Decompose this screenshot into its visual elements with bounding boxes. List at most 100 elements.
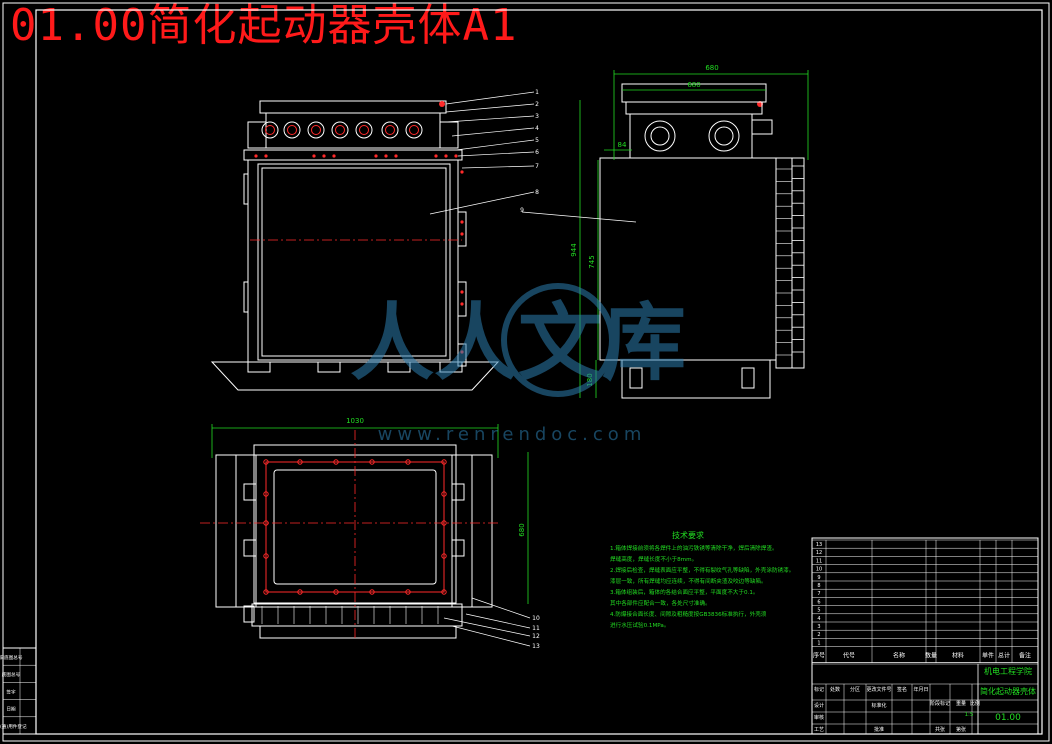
watermark-logo-text: 人人文库: [350, 294, 686, 392]
title-block-label: 共张: [935, 726, 945, 733]
bolt-hole: [434, 154, 438, 158]
bolt-hole: [263, 589, 269, 595]
parts-row-number: 11: [816, 558, 822, 564]
bolt-hole: [460, 350, 464, 354]
plan-bolt-holes: [261, 459, 447, 624]
bolt-hole: [374, 154, 378, 158]
strip-label: 日期: [6, 707, 16, 713]
side-view: [599, 83, 805, 399]
balloon-label: 8: [535, 189, 539, 196]
title-block-label: 标记: [814, 686, 824, 693]
scale-value: 1:5: [965, 712, 974, 718]
bolt-hole: [369, 589, 375, 595]
balloon-label: 7: [535, 163, 539, 170]
cable-gland-inner: [385, 125, 395, 135]
parts-row-number: 4: [817, 616, 820, 622]
balloon-label: 3: [535, 113, 539, 120]
bolt-hole: [441, 459, 447, 465]
bolt-hole: [460, 290, 464, 294]
bolt-hole: [439, 101, 445, 107]
cable-gland-inner: [265, 125, 275, 135]
balloon-label: 5: [535, 137, 539, 144]
title-block-label: 分区: [850, 686, 860, 693]
centre-lines: [200, 239, 498, 640]
tech-req-line: 进行水压试验0.1MPa。: [610, 621, 669, 629]
bolt-hole: [369, 459, 375, 465]
front-bolt-holes: [254, 101, 763, 354]
dim-side-left-offset: 84: [618, 141, 627, 149]
left-side-strip: 旧底图总号底图总号签字日期借(通)用件登记: [0, 647, 37, 735]
part-name: 简化起动器壳体: [980, 686, 1036, 696]
title-block: 13121110987654321序号代号名称数量材料单件总计备注标记处数分区更…: [811, 537, 1039, 735]
cable-gland-inner: [359, 125, 369, 135]
parts-row-number: 5: [817, 608, 820, 614]
bolt-hole: [405, 459, 411, 465]
title-block-label: 第张: [956, 726, 966, 733]
parts-row-number: 9: [817, 575, 820, 581]
tech-req-line: 4.防爆接合面长度、间隙及粗糙度按GB3836标准执行，外壳须: [610, 610, 767, 618]
cable-gland-outer: [381, 121, 399, 139]
school-name: 机电工程学院: [984, 666, 1032, 676]
bolt-hole: [333, 589, 339, 595]
balloon-label: 6: [535, 149, 539, 156]
parts-header-cell: 名称: [893, 652, 905, 660]
balloon-label: 2: [535, 101, 539, 108]
balloon-label: 4: [535, 125, 539, 132]
balloon-label: 11: [532, 625, 540, 632]
dimension-lines: [211, 70, 809, 604]
title-block-label: 审核: [814, 714, 824, 721]
parts-header-cell: 序号: [813, 652, 825, 660]
parts-header-cell: 数量: [925, 652, 937, 660]
bolt-hole: [441, 491, 447, 497]
tech-req-line: 焊缝高度，焊缝长度不小于8mm。: [610, 555, 697, 563]
side-cooling-ribs: [776, 165, 804, 356]
drawing-title: 01.00简化起动器壳体A1: [10, 0, 518, 51]
title-block-label: 批准: [874, 726, 884, 733]
bolt-hole: [460, 302, 464, 306]
cable-gland-inner: [335, 125, 345, 135]
bolt-hole: [254, 154, 258, 158]
tech-req-line: 2.焊接后检查，焊缝表面应平整，不得有裂纹气孔等缺陷，外壳涂防锈漆。: [610, 566, 794, 574]
title-block-label: 比例: [970, 700, 980, 707]
cable-gland-outer: [355, 121, 373, 139]
bolt-hole: [297, 459, 303, 465]
parts-row-number: 3: [817, 624, 820, 630]
parts-header-cell: 单件: [982, 652, 994, 660]
parts-header-cell: 代号: [843, 652, 855, 660]
bolt-hole: [460, 220, 464, 224]
parts-row-number: 1: [817, 640, 820, 646]
cable-gland-outer: [331, 121, 349, 139]
leader-lines: [429, 91, 637, 647]
tech-req-line: 3.箱体组装后，箱体的各结合面应平整，平面度不大于0.1。: [610, 588, 758, 596]
balloon-label: 10: [532, 615, 540, 622]
dim-side-height-inner: 745: [588, 255, 596, 268]
title-block-label: 重量: [956, 700, 966, 707]
balloon-label: 9: [520, 207, 524, 214]
title-block-label: 年月日: [913, 686, 928, 693]
cable-gland-outer: [261, 121, 279, 139]
bolt-hole: [297, 589, 303, 595]
strip-label: 旧底图总号: [0, 654, 23, 661]
bolt-hole: [263, 491, 269, 497]
parts-row-number: 6: [817, 599, 820, 605]
title-block-label: 签名: [897, 686, 907, 693]
balloon-label: 1: [535, 89, 539, 96]
parts-row-number: 2: [817, 632, 820, 638]
tech-req-line: 1.箱体焊接前须将各焊件上的油污铁锈等清除干净，焊后清除焊渣。: [610, 544, 778, 552]
bolt-hole: [332, 154, 336, 158]
bolt-hole: [454, 154, 458, 158]
watermark-url: www.renrendoc.com: [378, 424, 647, 445]
parts-header-cell: 备注: [1019, 652, 1031, 660]
front-view: [210, 100, 500, 391]
title-block-label: 工艺: [814, 727, 824, 733]
bolt-hole: [441, 589, 447, 595]
strip-label: 签字: [6, 688, 16, 695]
cable-gland-outer: [307, 121, 325, 139]
bolt-hole: [263, 553, 269, 559]
watermark: 人人文库 www.renrendoc.com: [350, 283, 686, 445]
dim-side-top-width: 680: [687, 81, 700, 89]
